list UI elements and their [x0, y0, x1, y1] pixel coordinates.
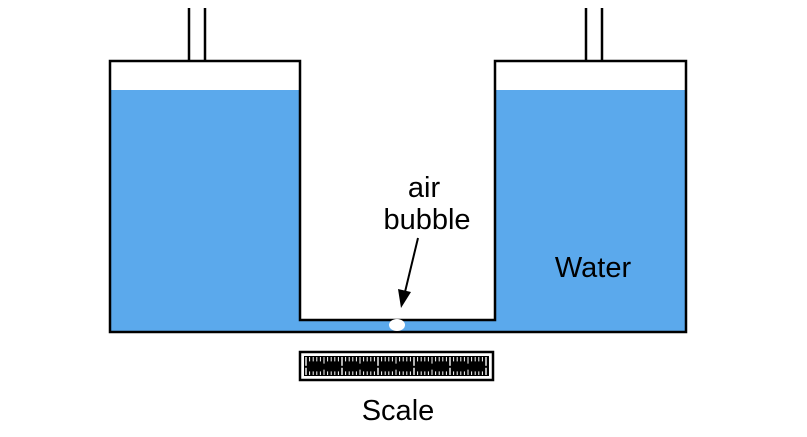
- scale-ticks: [305, 357, 487, 375]
- bubble-arrow: [398, 237, 419, 308]
- water-label: Water: [555, 252, 632, 284]
- vessel-outline: [108, 59, 688, 334]
- right-vent-tube: [584, 8, 604, 61]
- air-label: air: [408, 172, 441, 204]
- scale: [298, 350, 495, 382]
- bubble-label: bubble: [383, 204, 470, 236]
- left-vent-tube: [187, 8, 207, 61]
- water-fill: [110, 90, 686, 332]
- scale-label: Scale: [362, 395, 435, 427]
- air-bubble: [389, 319, 405, 331]
